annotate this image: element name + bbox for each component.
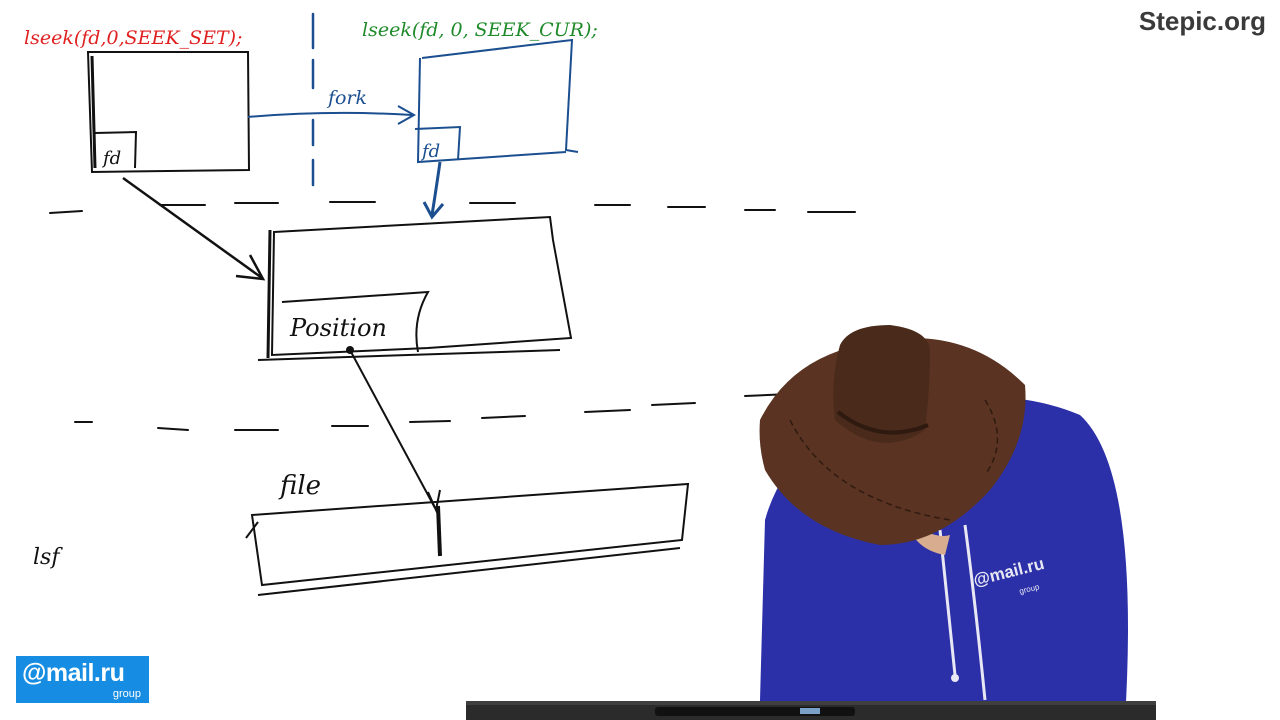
file-bar — [245, 482, 690, 596]
fork-arrow — [247, 105, 417, 125]
kernel-boundary-top — [49, 201, 856, 214]
mailru-logo: @mail.ru group — [16, 656, 149, 703]
left-lseek-call: lseek(fd,0,SEEK_SET); — [24, 27, 242, 49]
margin-note: lsf — [33, 545, 63, 570]
kernel-boundary-bottom — [74, 393, 791, 431]
laptop — [466, 701, 1156, 720]
parent-process-box — [86, 51, 251, 174]
parent-fd-arrow — [122, 176, 266, 281]
fork-label: fork — [326, 87, 367, 109]
file-offset-marker — [436, 505, 442, 557]
mailru-logo-text: @mail.ru — [22, 659, 125, 687]
presenter-figure: @mail.ru group — [759, 325, 1128, 720]
position-label: Position — [289, 314, 387, 342]
right-fd-label: fd — [420, 141, 440, 162]
child-process-box — [414, 38, 579, 164]
child-fd-arrow — [422, 161, 445, 220]
right-lseek-call: lseek(fd, 0, SEEK_CUR); — [362, 19, 598, 41]
mailru-logo-sub: group — [112, 688, 141, 700]
stepic-watermark: Stepic.org — [1138, 6, 1266, 36]
file-label: file — [278, 471, 321, 501]
position-arrow — [349, 349, 436, 509]
position-arrowhead — [427, 489, 441, 514]
left-fd-label: fd — [101, 148, 121, 169]
open-file-description-box — [257, 215, 573, 361]
